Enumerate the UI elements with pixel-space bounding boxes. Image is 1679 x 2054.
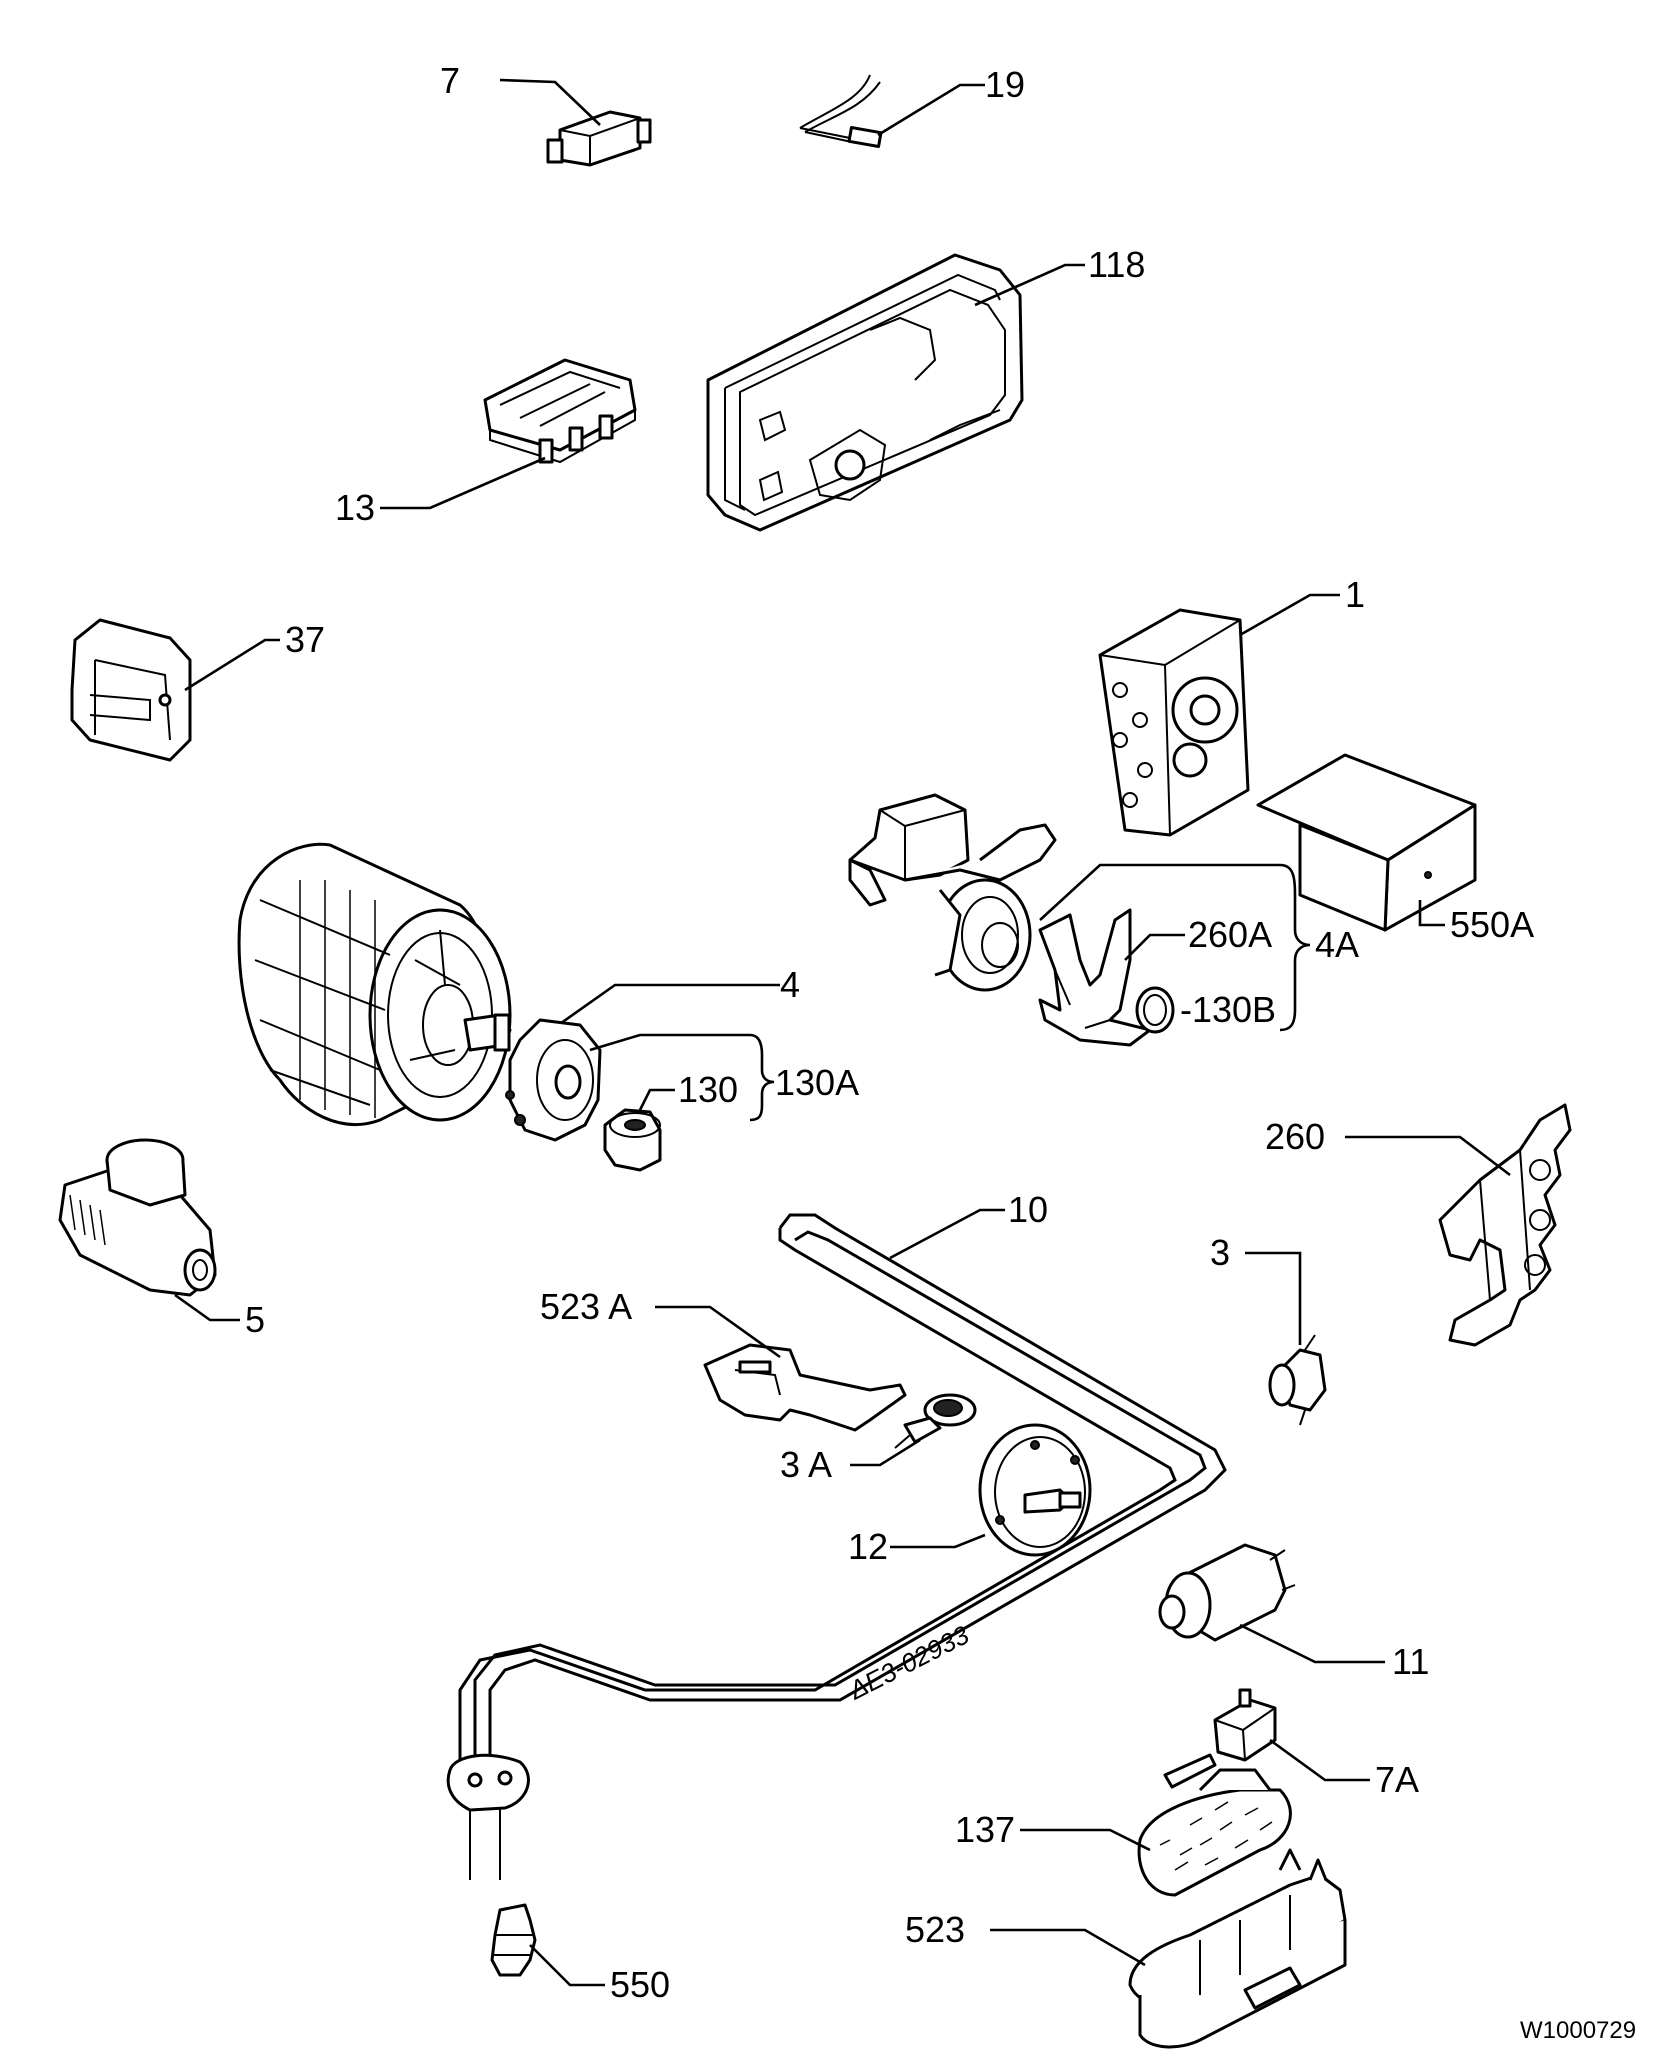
part-5-valve bbox=[58, 1138, 217, 1297]
label-19: 19 bbox=[985, 64, 1025, 105]
label-13: 13 bbox=[335, 487, 375, 528]
label-10: 10 bbox=[1008, 1189, 1048, 1230]
part-13-switch-block bbox=[483, 358, 637, 464]
part-10-heater bbox=[446, 1213, 1227, 1880]
label-4: 4 bbox=[780, 964, 800, 1005]
part-4A-pump bbox=[848, 793, 1057, 992]
brace-130A bbox=[749, 1033, 775, 1122]
brace-4A bbox=[1279, 863, 1311, 1032]
part-550A-box bbox=[1256, 753, 1477, 932]
leader-550A bbox=[1418, 900, 1445, 927]
part-4-motor bbox=[237, 842, 512, 1126]
leader-550 bbox=[529, 1944, 605, 1987]
label-7A: 7A bbox=[1375, 1759, 1419, 1800]
label-11: 11 bbox=[1392, 1641, 1429, 1682]
leader-523 bbox=[990, 1928, 1146, 1967]
label-260A: 260A bbox=[1188, 914, 1272, 955]
label-550A: 550A bbox=[1450, 904, 1534, 945]
label-1: 1 bbox=[1345, 574, 1365, 615]
label-3A: 3 A bbox=[780, 1444, 832, 1485]
leader-5 bbox=[174, 1293, 240, 1322]
part-37-cover bbox=[70, 618, 192, 762]
leader-10 bbox=[889, 1208, 1005, 1260]
leader-11 bbox=[1239, 1623, 1385, 1664]
leader-3 bbox=[1245, 1251, 1302, 1345]
label-5: 5 bbox=[245, 1299, 265, 1340]
part-523-base bbox=[1128, 1848, 1347, 2049]
label-37: 37 bbox=[285, 619, 325, 660]
label-12: 12 bbox=[848, 1526, 888, 1567]
label-550: 550 bbox=[610, 1964, 670, 2005]
part-19-sensor bbox=[799, 74, 883, 148]
label-137: 137 bbox=[955, 1809, 1015, 1850]
part-1-timer bbox=[1098, 608, 1250, 837]
leader-260A bbox=[1124, 933, 1185, 961]
leader-1 bbox=[1239, 593, 1340, 637]
leader-13 bbox=[380, 456, 546, 510]
part-523A-plate bbox=[703, 1343, 907, 1432]
leader-4A-top bbox=[1039, 863, 1280, 921]
part-12-pressure-switch bbox=[978, 1423, 1092, 1557]
part-3-thermostat bbox=[1268, 1334, 1327, 1426]
part-3A-thermostat bbox=[894, 1393, 977, 1449]
leader-19 bbox=[877, 83, 985, 137]
leader-137 bbox=[1020, 1828, 1151, 1852]
label-130: 130 bbox=[678, 1069, 738, 1110]
part-130-bushing bbox=[603, 1108, 662, 1172]
leader-3A bbox=[850, 1438, 921, 1467]
part-550-plug bbox=[490, 1903, 537, 1977]
part-130B-ring bbox=[1135, 986, 1175, 1034]
part-130A-pulley bbox=[505, 1018, 602, 1142]
leader-7A bbox=[1269, 1738, 1370, 1782]
leader-12 bbox=[890, 1533, 986, 1549]
label-3: 3 bbox=[1210, 1232, 1230, 1273]
leader-130 bbox=[638, 1088, 675, 1111]
leader-7 bbox=[499, 78, 601, 126]
part-11-capacitor bbox=[1158, 1543, 1296, 1642]
label-260: 260 bbox=[1265, 1116, 1325, 1157]
part-118-housing bbox=[706, 253, 1024, 532]
drawing-number: W1000729 bbox=[1520, 2017, 1636, 2044]
leader-260 bbox=[1345, 1135, 1511, 1177]
part-260-bracket bbox=[1438, 1103, 1572, 1347]
label-118: 118 bbox=[1088, 244, 1145, 285]
leader-118 bbox=[974, 263, 1085, 307]
label-523: 523 bbox=[905, 1909, 965, 1950]
label-7: 7 bbox=[440, 60, 460, 101]
leader-523A bbox=[655, 1305, 781, 1359]
part-7-switch bbox=[546, 110, 652, 167]
label-130B: -130B bbox=[1180, 989, 1276, 1030]
leader-130A bbox=[589, 1033, 750, 1052]
part-260A-bracket bbox=[1038, 908, 1152, 1047]
label-523A: 523 A bbox=[540, 1286, 632, 1327]
part-7A-microswitch bbox=[1163, 1688, 1277, 1789]
label-4A: 4A bbox=[1315, 924, 1359, 965]
part-137-filter bbox=[1137, 1768, 1292, 1897]
label-130A: 130A bbox=[775, 1062, 859, 1103]
leader-37 bbox=[184, 638, 280, 692]
